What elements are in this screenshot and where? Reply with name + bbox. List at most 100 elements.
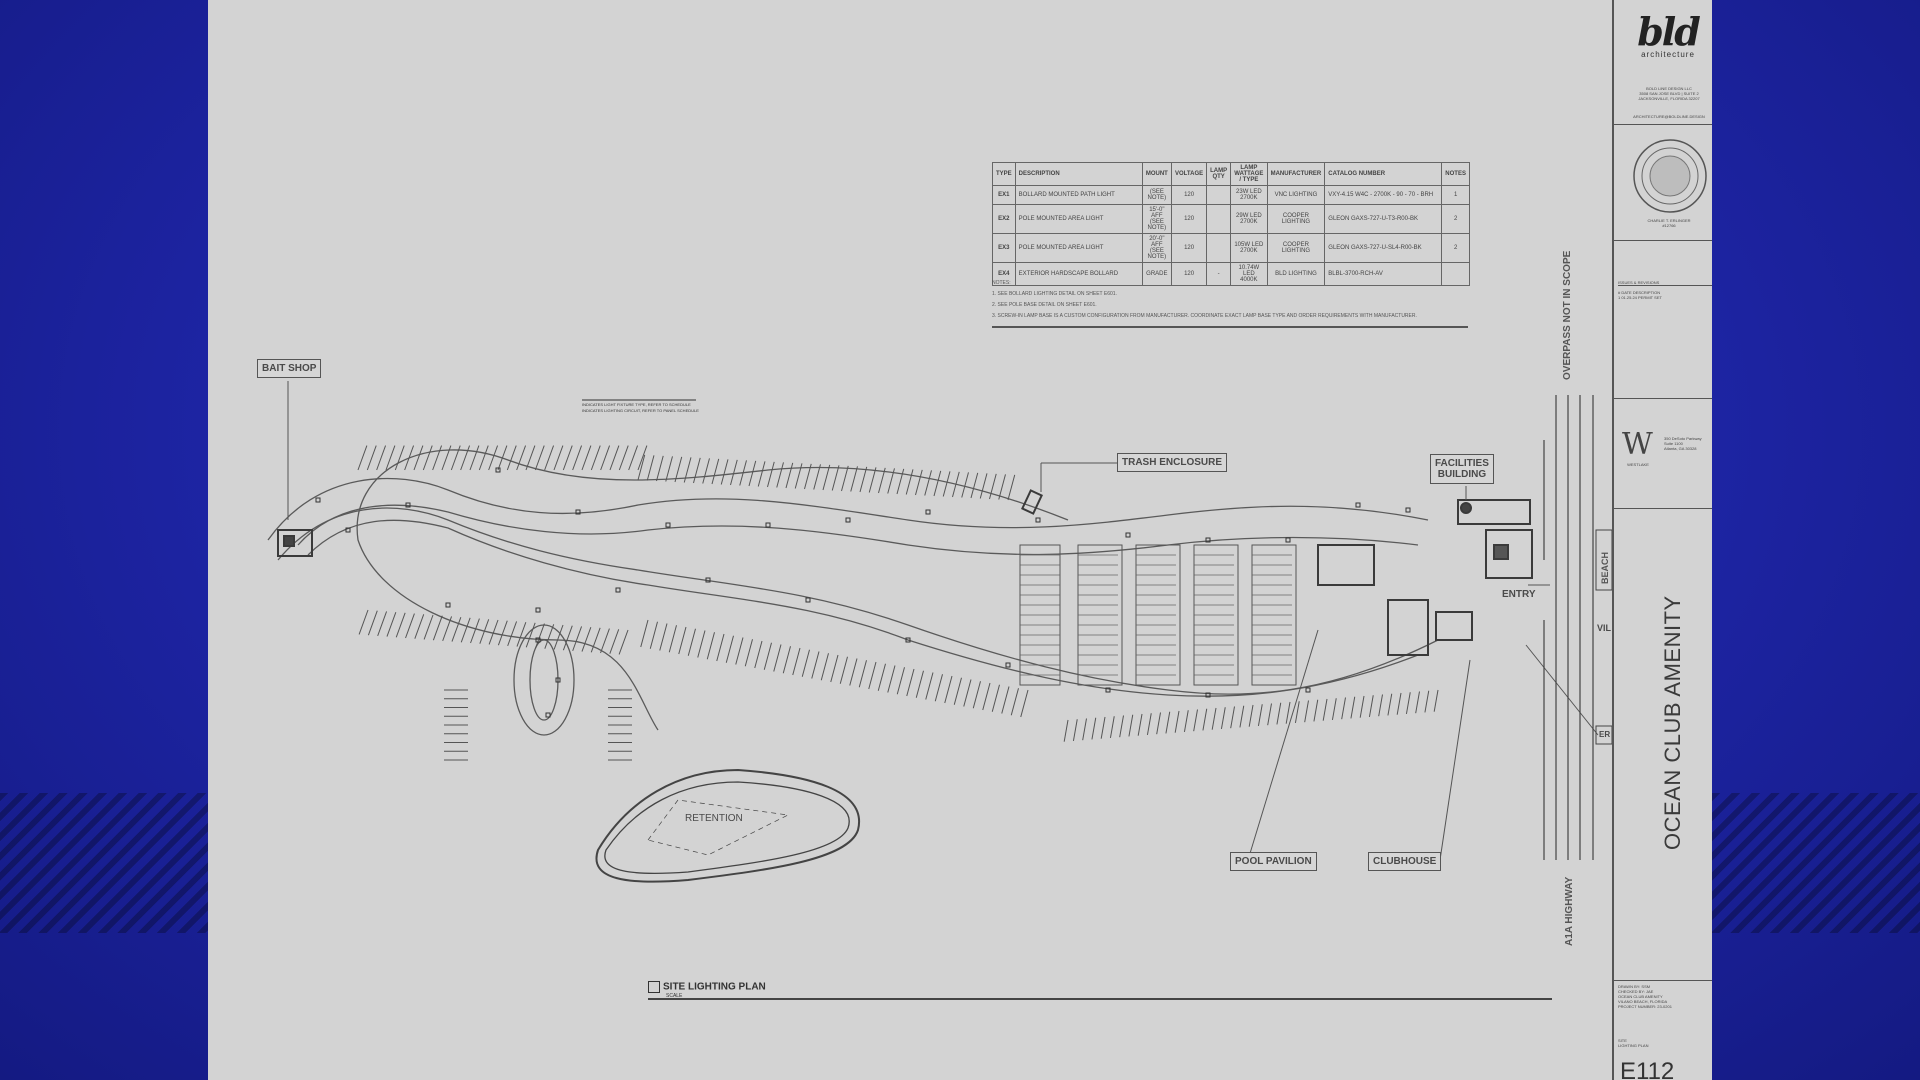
road-inner-upper (297, 504, 1419, 556)
leader-lines (287, 381, 1599, 861)
revision-row: 1 01.25.24 PERMIT SET (1618, 295, 1662, 300)
firm-logo-sub: architecture (1641, 50, 1695, 59)
label-overpass: OVERPASS NOT IN SCOPE (1562, 250, 1573, 380)
light-fixture-symbol (1285, 537, 1291, 543)
consultant-address-line: Suite 1100 (1664, 441, 1683, 446)
schedule-cell (1441, 262, 1470, 286)
tb-divider (1614, 124, 1712, 125)
label-retention: RETENTION (685, 813, 743, 824)
light-fixture-symbol (345, 527, 351, 533)
drawn-by: DRAWN BY: SSM (1618, 984, 1651, 989)
light-fixture-symbol (665, 522, 671, 528)
schedule-notes-heading: NOTES: (992, 280, 1011, 286)
revision-row: # DATE DESCRIPTION (1618, 290, 1661, 295)
label-pool-pavilion: POOL PAVILION (1230, 852, 1317, 871)
schedule-cell: 10.74W LED 4000K (1230, 262, 1268, 286)
plan-scale: SCALE (666, 993, 683, 999)
schedule-cell: 120 (1171, 233, 1208, 263)
schedule-header: NOTES (1441, 162, 1470, 186)
label-facilities-line2: BUILDING (1437, 469, 1487, 480)
revisions: ISSUES & REVISIONS # DATE DESCRIPTION 1 … (1618, 280, 1712, 300)
engineer-seal (1633, 139, 1707, 213)
schedule-header: MANUFACTURER (1266, 162, 1326, 186)
plan-title: SITE LIGHTING PLAN (648, 981, 766, 993)
road-outline-upper (267, 477, 1429, 541)
label-facilities-line1: FACILITIES (1435, 458, 1489, 469)
label-entry: ENTRY (1502, 589, 1536, 600)
schedule-cell: COOPER LIGHTING (1266, 204, 1326, 234)
label-facilities-building: FACILITIES BUILDING (1430, 454, 1494, 484)
schedule-note: 2. SEE POLE BASE DETAIL ON SHEET E601. (992, 302, 1097, 308)
schedule-cell: 29W LED 2700K (1230, 204, 1268, 234)
facilities-building-shape (1457, 499, 1531, 525)
schedule-cell: VNC LIGHTING (1266, 185, 1326, 205)
light-fixture-symbol (1405, 507, 1411, 513)
light-fixture-symbol (1205, 692, 1211, 698)
schedule-cell: EX1 (992, 185, 1016, 205)
schedule-cell: 120 (1171, 204, 1208, 234)
firm-address: BOLD LINE DESIGN LLC 3508 SAN JOSE BLVD … (1626, 86, 1712, 101)
sheet-title-line: LIGHTING PLAN (1618, 1043, 1649, 1048)
consultant-address-line: Atlanta, GA 30328 (1664, 446, 1697, 451)
bait-shop-building (277, 529, 313, 557)
light-fixture-symbol (495, 467, 501, 473)
schedule-header: VOLTAGE (1171, 162, 1208, 186)
schedule-cell: 1 (1441, 185, 1470, 205)
project-name-vertical: OCEAN CLUB AMENITY (1660, 595, 1685, 850)
firm-logo-text: bld (1637, 9, 1701, 54)
schedule-header: MOUNT (1141, 162, 1173, 186)
firm-address-line: 3508 SAN JOSE BLVD | SUITE 2 (1639, 91, 1699, 96)
schedule-cell: EXTERIOR HARDSCAPE BOLLARD (1014, 262, 1143, 286)
cul-de-sac (513, 624, 575, 736)
retention-pond (595, 768, 861, 883)
project-line: OCEAN CLUB AMENITY (1618, 994, 1663, 999)
buildings (277, 489, 1533, 656)
schedule-cell: 120 (1171, 185, 1208, 205)
legend-note: INDICATES LIGHTING CIRCUIT, REFER TO PAN… (582, 408, 699, 413)
pool-pavilion-shape (1317, 544, 1375, 586)
light-fixture-symbol (545, 712, 551, 718)
light-fixture-symbol (1355, 502, 1361, 508)
schedule-cell: 23W LED 2700K (1230, 185, 1268, 205)
schedule-cell (1206, 185, 1232, 205)
schedule-note: 1. SEE BOLLARD LIGHTING DETAIL ON SHEET … (992, 291, 1117, 297)
tb-divider (1614, 508, 1712, 509)
tb-divider (1614, 398, 1712, 399)
schedule-cell: 120 (1171, 262, 1208, 286)
consultant-address-line: 350 DeSoto Parkway (1664, 436, 1702, 441)
drawing-sheet: TYPE DESCRIPTION MOUNT VOLTAGE LAMP QTY … (208, 0, 1712, 1080)
light-fixture-symbol (535, 607, 541, 613)
parking-stalls (357, 445, 1439, 761)
sheet-number: E112 (1620, 1058, 1675, 1080)
schedule-cell: GLEON GAXS-727-U-SL4-R00-BK (1324, 233, 1443, 263)
light-fixture-symbol (1305, 687, 1311, 693)
label-bait-shop: BAIT SHOP (257, 359, 322, 378)
title-block: bld architecture BOLD LINE DESIGN LLC 35… (1612, 0, 1712, 1080)
label-er: ER (1599, 730, 1611, 739)
label-beach: BEACH (1600, 551, 1610, 584)
legend-notes: INDICATES LIGHT FIXTURE TYPE, REFER TO S… (582, 402, 699, 414)
site-plan-drawing (267, 381, 1613, 883)
light-fixture-symbol (805, 597, 811, 603)
schedule-notes: NOTES: 1. SEE BOLLARD LIGHTING DETAIL ON… (992, 278, 1468, 328)
road-outline-lower (277, 507, 1439, 695)
schedule-cell: (SEE NOTE) (1141, 185, 1173, 205)
light-fixture-symbol (845, 517, 851, 523)
project-number: PROJECT NUMBER: 23-0201 (1618, 1004, 1672, 1009)
schedule-header: DESCRIPTION (1014, 162, 1143, 186)
sheet-title: SITE LIGHTING PLAN (1618, 1038, 1712, 1048)
outer-loop (356, 449, 1069, 731)
light-fixture-symbol (1035, 517, 1041, 523)
engineer-number: #12766 (1662, 223, 1676, 228)
revisions-heading: ISSUES & REVISIONS (1618, 280, 1712, 286)
schedule-cell: VXY-4.15 W4C - 2700K - 90 - 70 - BRH (1324, 185, 1443, 205)
light-fixture-symbol (555, 677, 561, 683)
light-fixture-symbol (705, 577, 711, 583)
schedule-cell: POLE MOUNTED AREA LIGHT (1014, 204, 1143, 234)
schedule-cell: - (1206, 262, 1232, 286)
light-fixture-symbol (1005, 662, 1011, 668)
schedule-header: TYPE (992, 162, 1016, 186)
consultant-logo: W (1622, 427, 1653, 462)
